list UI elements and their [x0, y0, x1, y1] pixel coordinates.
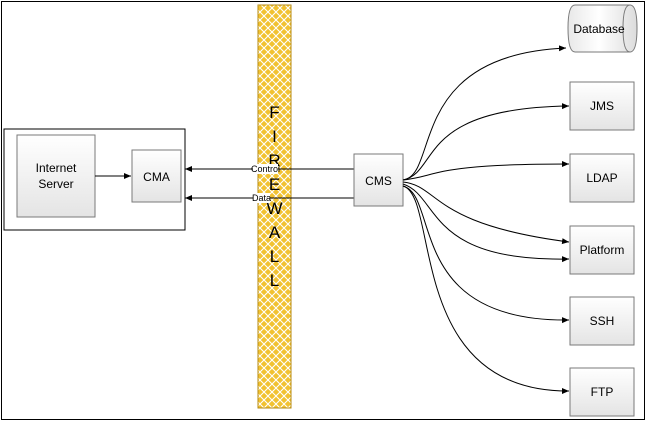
- database-node: Database: [567, 4, 638, 53]
- firewall-letter-i: I: [272, 127, 277, 146]
- cms-label: CMS: [365, 174, 392, 188]
- cma-node: CMA: [131, 149, 182, 203]
- database-label: Database: [573, 22, 625, 36]
- cms-to-ftp-arrow: [402, 185, 570, 395]
- ssh-label: SSH: [590, 314, 615, 328]
- cms-to-platform-arrow-2: [402, 183, 570, 263]
- cms-to-jms-arrow: [402, 103, 570, 181]
- internet-server-node: Internet Server: [16, 134, 96, 218]
- ldap-node: LDAP: [569, 153, 635, 203]
- cms-to-database-arrow: [402, 45, 567, 181]
- firewall-letter-w: W: [266, 199, 282, 218]
- platform-label: Platform: [580, 243, 625, 257]
- internet-server-label-line2: Server: [38, 177, 73, 191]
- data-label-bg: [253, 193, 270, 203]
- client-container: [3, 128, 186, 231]
- control-label: Control: [251, 164, 280, 174]
- control-label-bg: [253, 164, 278, 174]
- jms-label: JMS: [590, 99, 614, 113]
- firewall-letter-l1: L: [270, 247, 279, 266]
- firewall-letter-e: E: [269, 175, 280, 194]
- ftp-node: FTP: [569, 367, 635, 417]
- firewall-letter-a: A: [269, 223, 281, 242]
- cms-to-platform-arrow-1: [402, 181, 570, 245]
- jms-node: JMS: [569, 81, 635, 131]
- ldap-label: LDAP: [586, 171, 617, 185]
- cms-node: CMS: [353, 153, 404, 207]
- cms-to-ldap-arrow: [402, 161, 570, 181]
- cma-label: CMA: [143, 170, 170, 184]
- firewall: F I R E W A L L: [257, 4, 292, 409]
- firewall-letter-f: F: [269, 103, 279, 122]
- firewall-letter-l2: L: [270, 271, 279, 290]
- platform-node: Platform: [569, 225, 635, 275]
- data-label: Data: [252, 193, 271, 203]
- ssh-node: SSH: [569, 296, 635, 346]
- cms-to-ssh-arrow: [402, 185, 570, 324]
- ftp-label: FTP: [591, 385, 614, 399]
- internet-server-label-line1: Internet: [36, 161, 77, 175]
